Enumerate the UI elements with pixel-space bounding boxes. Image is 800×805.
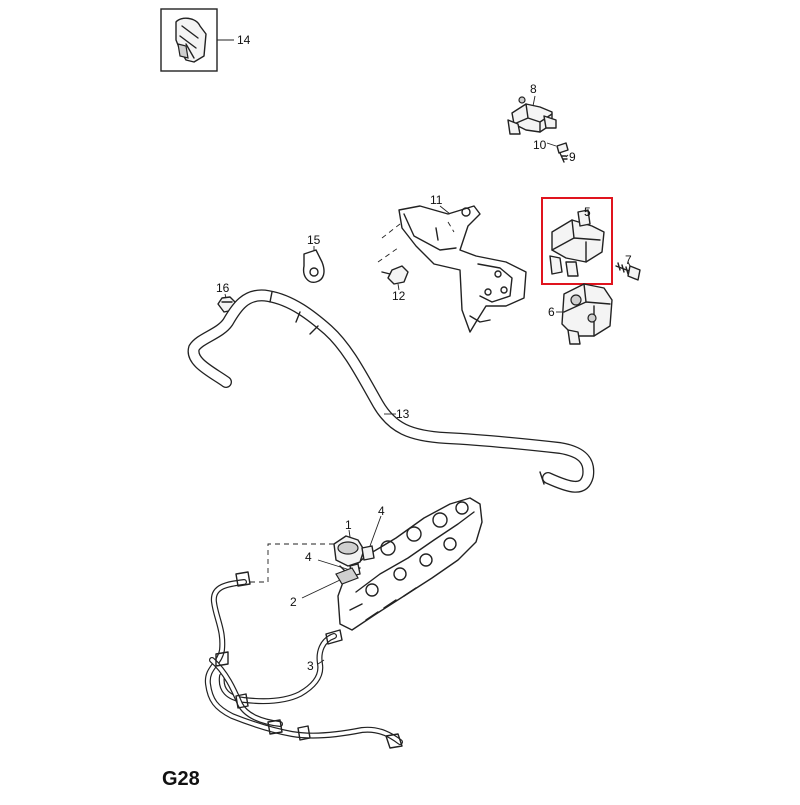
part-12-bolt[interactable]: [381, 265, 409, 285]
egr-connection-dashed-line: [244, 543, 334, 583]
part-3-egr-pipes[interactable]: [204, 571, 403, 749]
leader-7: [627, 261, 631, 267]
callout-8[interactable]: 8: [530, 82, 537, 96]
part-9-screw[interactable]: [556, 142, 569, 163]
leader-2: [301, 579, 341, 599]
part-5-highlight-box: [541, 197, 613, 285]
callout-16[interactable]: 16: [216, 281, 230, 295]
callout-14[interactable]: 14: [237, 33, 251, 47]
part-5-valve[interactable]: [549, 209, 605, 277]
part-14-clip[interactable]: [160, 8, 218, 72]
diagram-code-label: G28: [162, 768, 200, 790]
callout-4-lower[interactable]: 4: [305, 550, 312, 564]
callout-13[interactable]: 13: [396, 407, 410, 421]
part-11-bracket[interactable]: [377, 205, 527, 333]
part-7-screw[interactable]: [615, 262, 641, 281]
callout-12[interactable]: 12: [392, 289, 406, 303]
callout-10[interactable]: 10: [533, 138, 547, 152]
part-13-hose[interactable]: [187, 289, 595, 493]
leader-16: [224, 293, 227, 299]
callout-7[interactable]: 7: [625, 253, 632, 267]
callout-3[interactable]: 3: [307, 659, 314, 673]
callout-4-upper[interactable]: 4: [378, 504, 385, 518]
callout-15[interactable]: 15: [307, 233, 321, 247]
leader-10: [546, 142, 557, 147]
leader-11: [439, 205, 451, 215]
leader-4-lower: [317, 559, 351, 571]
callout-1[interactable]: 1: [345, 518, 352, 532]
part-1-egr-valve[interactable]: [333, 535, 365, 575]
leader-1: [348, 529, 351, 538]
part-4-nut-upper[interactable]: [361, 545, 375, 561]
leader-3: [317, 659, 325, 665]
part-8-valve[interactable]: [507, 96, 557, 135]
callout-11[interactable]: 11: [430, 193, 443, 207]
callout-5[interactable]: 5: [584, 205, 591, 219]
callout-2[interactable]: 2: [290, 595, 297, 609]
leader-12: [397, 283, 400, 291]
leader-4-upper: [369, 515, 382, 547]
leader-9: [565, 154, 569, 158]
part-15-clamp[interactable]: [302, 249, 325, 283]
leader-8: [532, 95, 536, 107]
part-6-actuator[interactable]: [561, 283, 613, 345]
intake-manifold[interactable]: [337, 497, 483, 631]
part-2-gasket[interactable]: [335, 567, 359, 585]
callout-6[interactable]: 6: [548, 305, 555, 319]
callout-9[interactable]: 9: [569, 150, 576, 164]
